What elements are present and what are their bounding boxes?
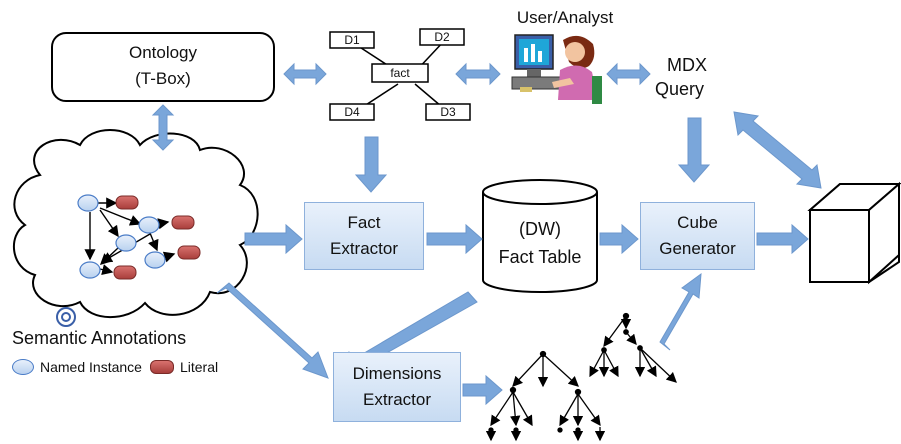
- named-instance-node: [115, 234, 137, 252]
- dw-line1: (DW): [519, 219, 561, 239]
- star-fact-label: fact: [390, 66, 410, 80]
- arrow-cloud-dimensions-extractor: [216, 282, 329, 379]
- fact-box: [371, 63, 429, 83]
- arrow-star-fact-extractor: [354, 136, 388, 193]
- literal-node: [171, 215, 195, 230]
- cube-generator-line1: Cube: [677, 213, 718, 232]
- arrow-cloud-fact-extractor: [244, 223, 303, 255]
- fact-extractor-line2: Extractor: [329, 239, 399, 258]
- arrow-dw-cube-generator: [599, 223, 639, 255]
- arrow-mdx-cube: [733, 111, 822, 189]
- star-d3-label: D3: [440, 105, 456, 119]
- dw-line2: Fact Table: [498, 247, 582, 267]
- dimension-tree-1: [485, 350, 606, 442]
- d3-box: [425, 103, 471, 121]
- dw-cylinder: [482, 179, 598, 293]
- ontology-label: Ontology (T-Box): [52, 42, 274, 90]
- user-analyst-icon: [511, 34, 602, 104]
- literal-legend-icon: [149, 360, 174, 374]
- arrow-star-user: [455, 62, 501, 86]
- named-instance-node: [77, 194, 99, 212]
- arrow-cube-generator-cube: [756, 223, 809, 255]
- d2-box: [419, 28, 465, 46]
- arrow-fact-extractor-dw: [426, 223, 483, 255]
- cube-generator-line2: Generator: [659, 239, 736, 258]
- annotation-graph-nodes: [77, 194, 166, 279]
- literal-node: [177, 245, 201, 260]
- ontology-box: [51, 32, 275, 102]
- named-instance-legend-icon: [12, 359, 34, 375]
- star-schema: [329, 28, 471, 121]
- arrow-dimensions-extractor-tree: [462, 374, 503, 406]
- star-d1-label: D1: [344, 33, 360, 47]
- dimension-tree-2: [589, 312, 677, 383]
- dw-label: (DW) Fact Table: [483, 218, 597, 268]
- semantic-annotations-label: Semantic Annotations: [12, 328, 187, 348]
- annotation-graph-literals: [113, 195, 201, 280]
- mdx-query-label: MDX Query: [655, 54, 745, 100]
- cube-generator-box: Cube Generator: [640, 202, 755, 270]
- dimensions-extractor-line1: Dimensions: [352, 364, 442, 383]
- named-instance-node: [144, 251, 166, 269]
- cube-icon: [807, 181, 901, 285]
- d4-box: [329, 103, 375, 121]
- literal-node: [115, 195, 139, 210]
- d1-box: [329, 31, 375, 49]
- ontology-subtitle: (T-Box): [135, 69, 191, 88]
- user-analyst-label: User/Analyst: [516, 8, 614, 27]
- arrow-mdx-cube-generator: [677, 117, 711, 183]
- arrow-user-mdx: [606, 62, 651, 86]
- star-d4-label: D4: [344, 105, 360, 119]
- cloud-tail-inner: [61, 312, 71, 322]
- arrow-tree-cube-generator: [659, 272, 702, 351]
- literal-legend-label: Literal: [179, 359, 219, 375]
- named-instance-node: [138, 216, 160, 234]
- legend: Named Instance Literal: [12, 357, 218, 377]
- ontology-title: Ontology: [128, 43, 198, 62]
- fact-extractor-box: Fact Extractor: [304, 202, 424, 270]
- dimensions-extractor-line2: Extractor: [362, 390, 432, 409]
- literal-node: [113, 265, 137, 280]
- mdx-line2: Query: [655, 79, 705, 99]
- mdx-line1: MDX: [667, 55, 707, 75]
- star-d2-label: D2: [434, 30, 450, 44]
- arrow-ontology-star: [283, 62, 327, 86]
- dimensions-extractor-box: Dimensions Extractor: [333, 352, 461, 422]
- named-instance-node: [79, 261, 101, 279]
- fact-extractor-line1: Fact: [347, 213, 381, 232]
- named-instance-legend-label: Named Instance: [40, 359, 142, 375]
- arrow-ontology-cloud: [151, 104, 175, 151]
